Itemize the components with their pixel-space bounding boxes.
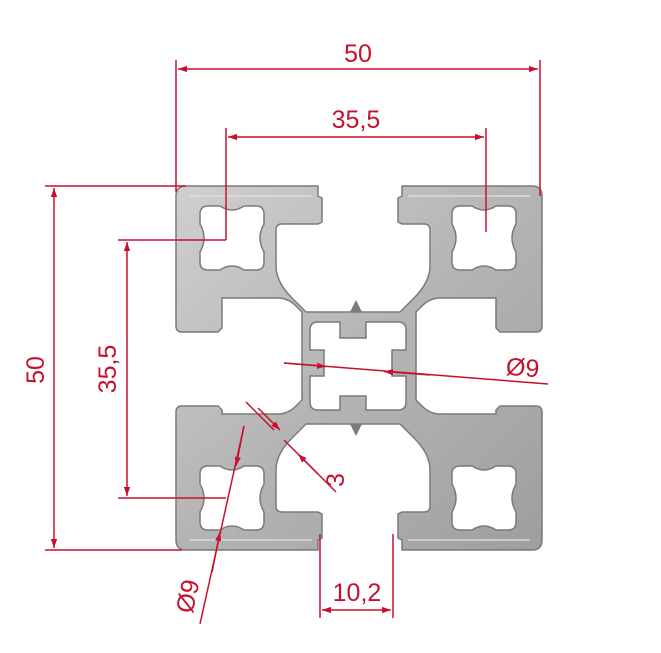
web-extension-a [245, 401, 275, 431]
slot-width-label: 10,2 [333, 579, 382, 607]
center-notch-bottom [350, 424, 362, 436]
web-arrow-a [257, 407, 281, 431]
vspace-label: 35,5 [94, 345, 122, 394]
height-label: 50 [22, 356, 50, 384]
aluminium-profile [175, 185, 543, 551]
web-arrow-b [297, 453, 319, 475]
center-bore-label: Ø9 [505, 353, 540, 384]
center-notch-top [350, 300, 362, 312]
width-label: 50 [344, 40, 372, 68]
web-thickness-label: 3 [322, 473, 350, 487]
center-bore-arrow-right [383, 369, 431, 376]
dimension-lines [45, 60, 549, 625]
corner-bore-arrow-top [234, 425, 245, 467]
profile-body [175, 185, 543, 551]
dimension-labels: 50 35,5 50 35,5 Ø9 3 Ø9 10,2 [22, 40, 540, 616]
center-bore-arrow-left [283, 362, 327, 369]
corner-bore-arrow-bottom [211, 531, 222, 573]
hspace-label: 35,5 [332, 106, 381, 134]
profile-highlight [190, 195, 530, 541]
corner-bore-label: Ø9 [171, 577, 205, 615]
